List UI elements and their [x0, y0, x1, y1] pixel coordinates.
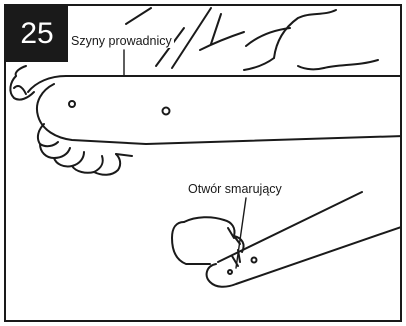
leader-lines	[124, 50, 246, 268]
guide-bar-rails-label: Szyny prowadnicy	[69, 34, 174, 48]
left-hand	[10, 66, 132, 175]
illustration-frame: 25 Szyny prowadnicy Otwór smarujący	[4, 4, 402, 322]
oil-hole-label: Otwór smarujący	[186, 182, 284, 196]
lower-hand	[172, 217, 244, 266]
bar-hole-icon	[69, 101, 75, 107]
oil-hole-leader-line	[236, 198, 246, 268]
bar-rivet-icon	[163, 108, 170, 115]
guide-bar-top	[14, 76, 402, 144]
rivet-icon	[252, 258, 257, 263]
oil-hole-icon	[228, 270, 232, 274]
step-number-badge: 25	[6, 6, 68, 62]
